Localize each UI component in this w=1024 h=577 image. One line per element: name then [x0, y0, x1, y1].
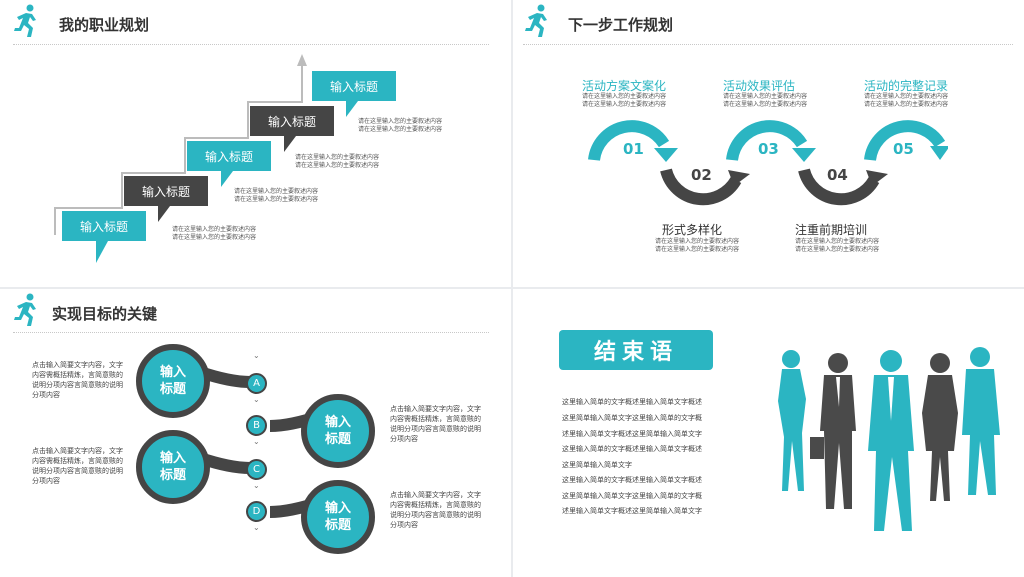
conclusion-line: 这里简单输入简单文字这里输入简单的文字概 — [562, 414, 702, 422]
step-title: 注重前期培训 — [795, 223, 868, 237]
divider — [523, 44, 1013, 45]
step-desc-2: 请在这里输入您的主要叙述内容请在这里输入您的主要叙述内容 — [234, 188, 319, 203]
step-pointer — [221, 171, 233, 187]
conclusion-line: 这里输入简单的文字概述里输入简单文字概述 — [562, 398, 702, 406]
runner-icon — [14, 293, 36, 326]
key-circle-d[interactable]: 输入标题 — [301, 480, 375, 554]
conclusion-line: 述里输入简单文字概述这里简单输入简单文字 — [562, 507, 702, 515]
slide-conclusion: 结束语 这里输入简单的文字概述里输入简单文字概述 这里简单输入简单文字这里输入简… — [513, 289, 1024, 577]
letter-badge: D — [246, 501, 267, 522]
conclusion-line: 这里简单输入简单文字 — [562, 461, 632, 469]
chevron-down-icon: ⌄ — [253, 395, 260, 404]
step-desc: 请在这里输入您的主要叙述内容请在这里输入您的主要叙述内容 — [864, 93, 949, 108]
chevron-down-icon: ⌄ — [253, 481, 260, 490]
step-box-4[interactable]: 输入标题 — [250, 106, 334, 136]
business-people-illustration — [778, 347, 1000, 531]
chevron-down-icon: ⌄ — [253, 523, 260, 532]
step-desc-4: 请在这里输入您的主要叙述内容请在这里输入您的主要叙述内容 — [358, 118, 443, 133]
step-desc: 请在这里输入您的主要叙述内容请在这里输入您的主要叙述内容 — [723, 93, 808, 108]
key-text-b: 点击输入简要文字内容，文字内容需概括精炼，言简意赅的说明分项内容言简意赅的说明分… — [390, 405, 481, 443]
slide-key-to-goals: 实现目标的关键 输入标题 输入标题 输入标题 输入标题 ⌄ ⌄ ⌄ ⌄ ⌄ A … — [0, 289, 511, 577]
page-title: 我的职业规划 — [59, 16, 150, 34]
step-title: 活动方案文案化 — [582, 79, 667, 93]
key-circle-c[interactable]: 输入标题 — [136, 430, 210, 504]
step-number: 05 — [893, 140, 914, 158]
letter-badge: B — [246, 415, 267, 436]
step-box-1[interactable]: 输入标题 — [62, 211, 146, 241]
conclusion-line: 这里输入简单的文字概述里输入简单文字概述 — [562, 445, 702, 453]
step-title: 活动的完整记录 — [864, 79, 949, 93]
step-title: 形式多样化 — [662, 223, 723, 237]
step-number: 04 — [827, 166, 848, 184]
step-pointer — [284, 136, 296, 152]
step-desc-1: 请在这里输入您的主要叙述内容请在这里输入您的主要叙述内容 — [172, 226, 257, 241]
step-number: 03 — [758, 140, 779, 158]
chevron-down-icon: ⌄ — [253, 437, 260, 446]
conclusion-line: 这里输入简单的文字概述里输入简单文字概述 — [562, 476, 702, 484]
conclusion-line: 述里输入简单文字概述这里简单输入简单文字 — [562, 430, 702, 438]
divider — [13, 332, 489, 333]
key-text-c: 点击输入简要文字内容，文字内容需概括精炼，言简意赅的说明分项内容言简意赅的说明分… — [32, 447, 123, 485]
page-title: 下一步工作规划 — [568, 16, 674, 34]
conclusion-title: 结束语 — [559, 330, 713, 370]
step-box-3[interactable]: 输入标题 — [187, 141, 271, 171]
step-box-2[interactable]: 输入标题 — [124, 176, 208, 206]
step-box-5[interactable]: 输入标题 — [312, 71, 396, 101]
slide-career-plan: 我的职业规划 输入标题 输入标题 输入标题 输入标题 输入标题 请在这里输入您的… — [0, 0, 511, 287]
wave-arrows — [588, 120, 948, 206]
step-number: 01 — [623, 140, 644, 158]
key-text-a: 点击输入简要文字内容，文字内容需概括精炼，言简意赅的说明分项内容言简意赅的说明分… — [32, 361, 123, 399]
letter-badge: C — [246, 459, 267, 480]
conclusion-line: 这里简单输入简单文字这里输入简单的文字概 — [562, 492, 702, 500]
key-text-d: 点击输入简要文字内容，文字内容需概括精炼，言简意赅的说明分项内容言简意赅的说明分… — [390, 491, 481, 529]
step-title: 活动效果评估 — [723, 79, 796, 93]
divider — [13, 44, 489, 45]
step-pointer — [346, 101, 358, 117]
key-circle-a[interactable]: 输入标题 — [136, 344, 210, 418]
slide-next-plan: 下一步工作规划 01 02 03 04 05 活动方案文案化 请在这里输入您的主… — [513, 0, 1024, 287]
step-desc: 请在这里输入您的主要叙述内容请在这里输入您的主要叙述内容 — [655, 238, 740, 253]
step-pointer — [96, 241, 108, 263]
step-number: 02 — [691, 166, 712, 184]
page-title: 实现目标的关键 — [52, 305, 158, 323]
step-desc: 请在这里输入您的主要叙述内容请在这里输入您的主要叙述内容 — [795, 238, 880, 253]
runner-icon — [525, 4, 547, 37]
step-desc-3: 请在这里输入您的主要叙述内容请在这里输入您的主要叙述内容 — [295, 154, 380, 169]
runner-icon — [14, 4, 36, 37]
key-circle-b[interactable]: 输入标题 — [301, 394, 375, 468]
step-pointer — [158, 206, 170, 222]
staircase-line — [54, 54, 307, 235]
step-desc: 请在这里输入您的主要叙述内容请在这里输入您的主要叙述内容 — [582, 93, 667, 108]
letter-badge: A — [246, 373, 267, 394]
chevron-down-icon: ⌄ — [253, 351, 260, 360]
